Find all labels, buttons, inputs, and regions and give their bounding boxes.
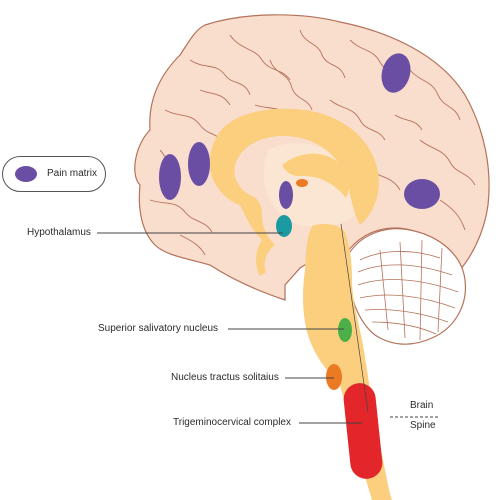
leader-lines — [97, 223, 440, 424]
small-orange-nucleus — [296, 179, 308, 187]
superior-salivatory-nucleus-region — [338, 318, 352, 342]
pain-matrix-regions — [159, 53, 440, 209]
brain-label: Brain — [410, 400, 434, 411]
cerebellum — [347, 228, 467, 345]
pain-matrix-region — [159, 154, 181, 200]
fornix-arc — [282, 153, 349, 198]
pain-matrix-region — [404, 179, 440, 209]
nucleus-tractus-solitarius-label: Nucleus tractus solitaius — [171, 372, 279, 383]
corpus-callosum — [209, 108, 379, 276]
legend: Pain matrix — [2, 156, 106, 192]
pain-matrix-region — [279, 181, 293, 209]
legend-label: Pain matrix — [47, 168, 98, 179]
pain-matrix-ellipse-icon — [15, 166, 37, 182]
trigeminocervical-complex-region — [343, 383, 383, 479]
nucleus-tractus-solitarius-region — [326, 364, 342, 390]
pain-matrix-region — [188, 142, 210, 186]
trigeminocervical-complex-label: Trigeminocervical complex — [173, 417, 291, 428]
hypothalamus-region — [276, 215, 292, 237]
hypothalamus-label: Hypothalamus — [27, 227, 91, 238]
spine-label: Spine — [410, 420, 436, 431]
superior-salivatory-nucleus-label: Superior salivatory nucleus — [98, 323, 219, 334]
pain-matrix-region — [381, 53, 411, 93]
